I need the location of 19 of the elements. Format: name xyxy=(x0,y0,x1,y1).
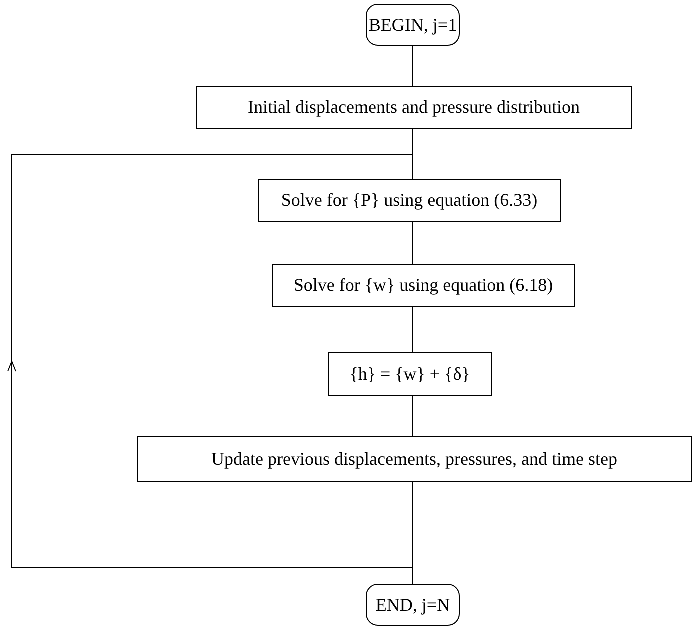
step-text: END, j=N xyxy=(376,594,450,616)
process-box xyxy=(258,179,561,222)
connector-line xyxy=(412,46,414,86)
arrow xyxy=(8,154,414,568)
step-text: Update previous displacements, pressures, and time step xyxy=(212,448,618,470)
terminal-box xyxy=(366,4,460,46)
process-box xyxy=(137,436,692,482)
step-text: Initial displacements and pressure distribution xyxy=(248,97,580,118)
process-box xyxy=(196,86,632,129)
terminal-box xyxy=(366,584,460,626)
connector-line xyxy=(412,396,414,436)
step-text: Solve for {P} using equation (6.33) xyxy=(281,190,538,211)
connector-line xyxy=(412,222,414,264)
process-box xyxy=(272,264,575,307)
step-text: {h} = {w} + {δ} xyxy=(350,364,470,384)
step-text: BEGIN, j=1 xyxy=(368,14,458,36)
connector-line xyxy=(412,306,414,352)
step-text: Solve for {w} using equation (6.18) xyxy=(294,275,554,296)
process-box xyxy=(328,352,492,396)
